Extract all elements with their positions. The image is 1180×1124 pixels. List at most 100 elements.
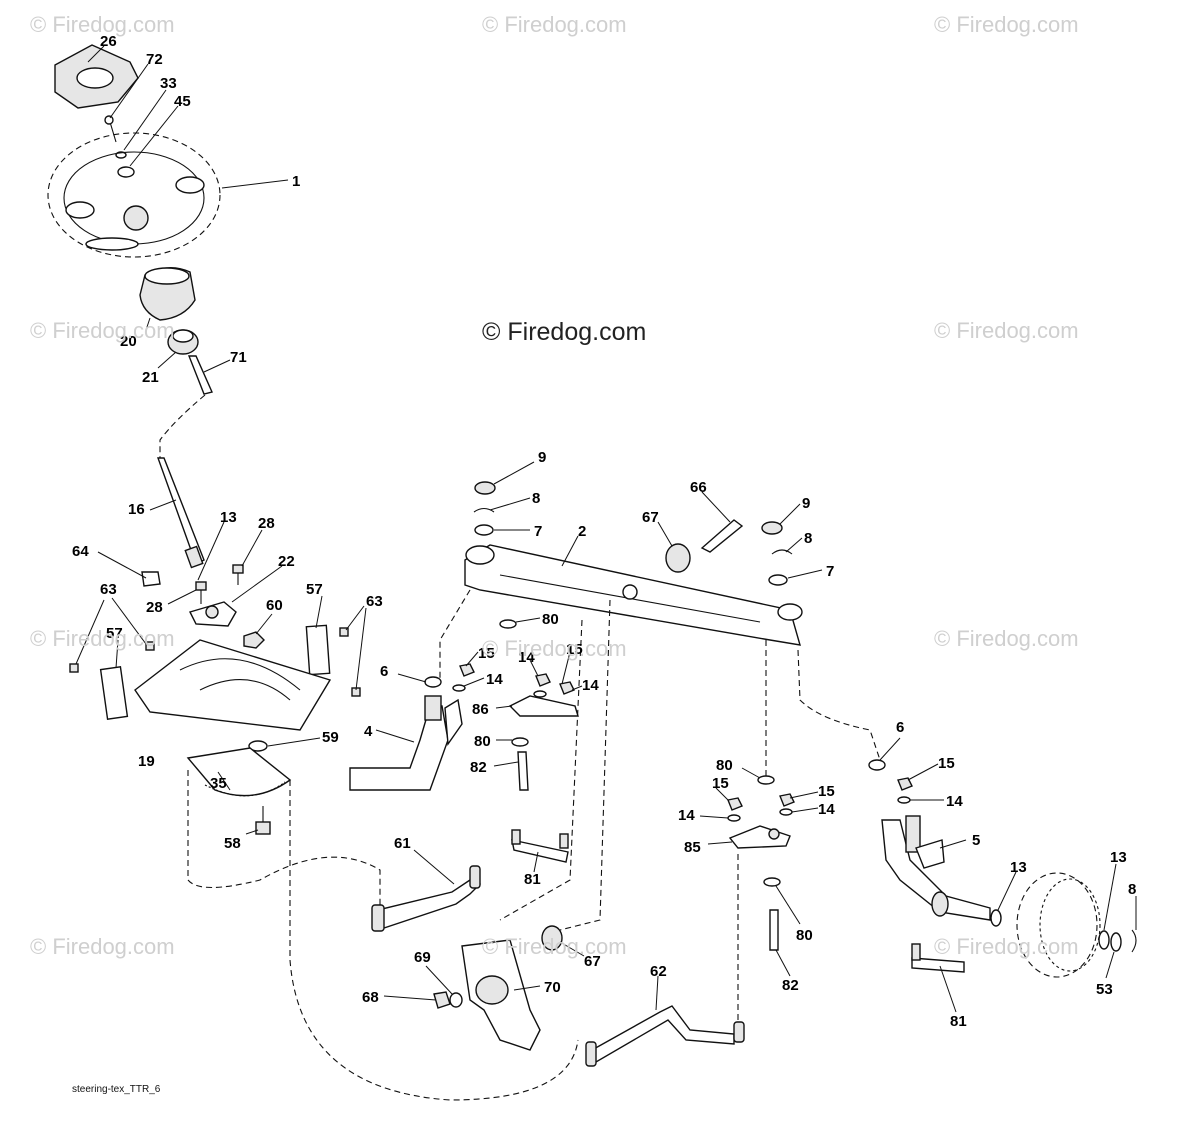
- part-82-tie-rod-end: [517, 751, 529, 791]
- callout-5: 5: [972, 832, 980, 849]
- callout-15b: 15: [566, 641, 583, 658]
- callout-86: 86: [472, 701, 489, 718]
- watermark-bottom-left: © Firedog.com: [30, 934, 175, 959]
- callout-labels: 26 72 33 45 1 20 21 71 16 64 13 28 22 28…: [72, 33, 1136, 1030]
- part-9-cap-right: [761, 521, 783, 535]
- callout-26: 26: [100, 33, 117, 50]
- part-15-nut: [459, 663, 475, 677]
- part-9-cap-left: [474, 481, 496, 495]
- callout-60: 60: [266, 597, 283, 614]
- callout-9b: 9: [802, 495, 810, 512]
- part-7-washer-right: [768, 574, 788, 586]
- part-60-nut: [243, 631, 265, 649]
- callout-15c: 15: [712, 775, 729, 792]
- watermark-mid-left: © Firedog.com: [30, 318, 175, 343]
- callout-13: 13: [220, 509, 237, 526]
- callout-13c: 13: [1110, 849, 1127, 866]
- watermark-bottom-center: © Firedog.com: [482, 934, 627, 959]
- part-85-steering-arm-right: [728, 825, 791, 849]
- callout-9: 9: [538, 449, 546, 466]
- part-19-steering-plate: [134, 639, 332, 731]
- part-71-shaft: [187, 355, 213, 395]
- callout-14: 14: [486, 671, 503, 688]
- wheel-reference: [1016, 872, 1098, 978]
- part-61-drag-link: [377, 872, 481, 929]
- watermark-bottom-right: © Firedog.com: [934, 934, 1079, 959]
- part-6-washer: [424, 676, 442, 688]
- callout-80: 80: [542, 611, 559, 628]
- callout-15: 15: [478, 645, 495, 662]
- callout-63b: 63: [366, 593, 383, 610]
- callout-8c: 8: [1128, 881, 1136, 898]
- part-57-bracket-left: [99, 666, 129, 720]
- part-8-clip-left: [473, 507, 495, 513]
- callout-80d: 80: [796, 927, 813, 944]
- callout-57: 57: [306, 581, 323, 598]
- callout-28b: 28: [146, 599, 163, 616]
- callout-82b: 82: [782, 977, 799, 994]
- callout-85: 85: [684, 839, 701, 856]
- part-14-washer: [452, 684, 466, 692]
- callout-72: 72: [146, 51, 163, 68]
- callout-81: 81: [524, 871, 541, 888]
- callout-28: 28: [258, 515, 275, 532]
- part-1-steering-wheel: [47, 132, 221, 258]
- watermark-center: © Firedog.com: [482, 318, 647, 346]
- part-16-steering-shaft: [157, 457, 205, 565]
- callout-6: 6: [380, 663, 388, 680]
- part-72-screw: [109, 121, 117, 143]
- callout-8: 8: [532, 490, 540, 507]
- part-80-washer: [499, 619, 517, 629]
- callout-70: 70: [544, 979, 561, 996]
- part-7-washer-left: [474, 524, 494, 536]
- callout-58: 58: [224, 835, 241, 852]
- callout-45: 45: [174, 93, 191, 110]
- part-53-washer: [1110, 932, 1122, 952]
- watermark-lower-right: © Firedog.com: [934, 626, 1079, 651]
- callout-61: 61: [394, 835, 411, 852]
- callout-8b: 8: [804, 530, 812, 547]
- callout-66: 66: [690, 479, 707, 496]
- callout-67b: 67: [584, 953, 601, 970]
- watermark-top-left: © Firedog.com: [30, 12, 175, 37]
- callout-67: 67: [642, 509, 659, 526]
- callout-4: 4: [364, 723, 373, 740]
- part-4-spindle-left: [349, 705, 449, 791]
- callout-14d: 14: [678, 807, 695, 824]
- callout-14e: 14: [818, 801, 835, 818]
- callout-63: 63: [100, 581, 117, 598]
- part-66-pivot-bolt: [700, 519, 744, 553]
- callout-62: 62: [650, 963, 667, 980]
- callout-2: 2: [578, 523, 586, 540]
- callout-35: 35: [210, 775, 227, 792]
- part-28-bolt: [195, 581, 207, 591]
- part-62-drag-link: [591, 1005, 735, 1064]
- callout-59: 59: [322, 729, 339, 746]
- callout-80b: 80: [474, 733, 491, 750]
- part-86-steering-arm: [508, 695, 579, 717]
- part-26-cover-hole: [76, 67, 114, 89]
- callout-16: 16: [128, 501, 145, 518]
- callout-71: 71: [230, 349, 247, 366]
- callout-53: 53: [1096, 981, 1113, 998]
- part-68-nut: [433, 991, 451, 1009]
- callout-14b: 14: [518, 649, 535, 666]
- part-63-bolt: [145, 641, 155, 651]
- part-illustrations: [47, 44, 1137, 1101]
- watermark-lower-left: © Firedog.com: [30, 626, 175, 651]
- part-64-clip: [141, 571, 161, 587]
- callout-21: 21: [142, 369, 159, 386]
- callout-20: 20: [120, 333, 137, 350]
- callout-22: 22: [278, 553, 295, 570]
- callout-14f: 14: [946, 793, 963, 810]
- watermark-lower-center: © Firedog.com: [482, 636, 627, 661]
- callout-68: 68: [362, 989, 379, 1006]
- part-59-washer: [248, 740, 268, 752]
- callout-82: 82: [470, 759, 487, 776]
- watermark-top-center: © Firedog.com: [482, 12, 627, 37]
- callout-6b: 6: [896, 719, 904, 736]
- part-8-clip-right: [771, 549, 793, 555]
- callout-69: 69: [414, 949, 431, 966]
- part-45-washer: [117, 166, 135, 178]
- diagram-code: steering-tex_TTR_6: [72, 1084, 161, 1095]
